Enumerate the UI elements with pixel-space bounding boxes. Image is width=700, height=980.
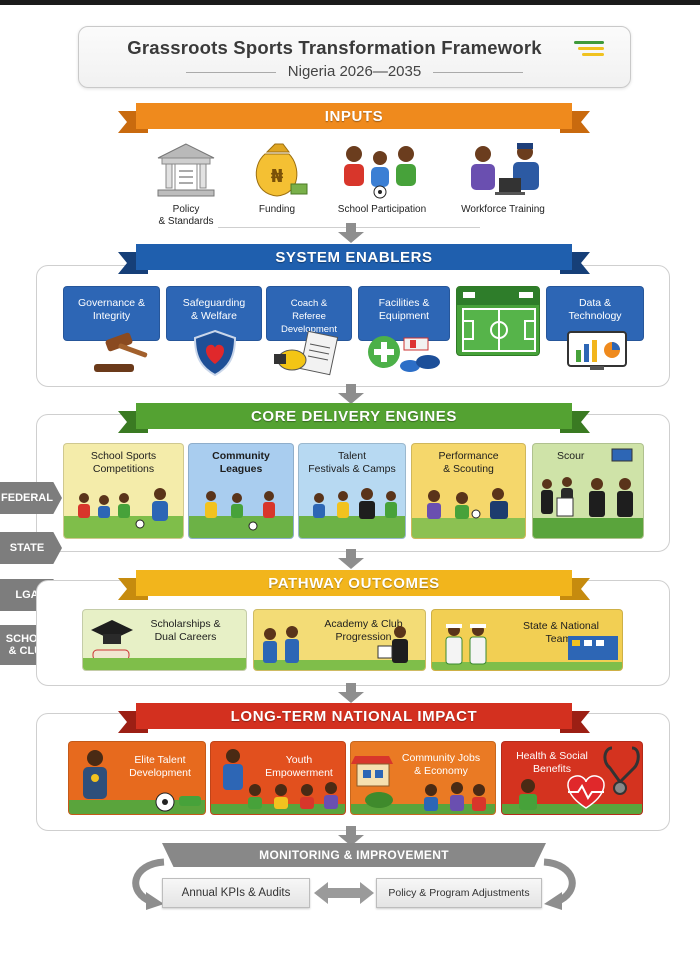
page-title: Grassroots Sports Transformation Framewo… [127,37,542,58]
enabler-label: Coach & Referee Development [281,298,337,335]
annual-kpis-box: Annual KPIs & Audits [162,878,310,908]
pathway-banner-label: PATHWAY OUTCOMES [136,570,572,596]
enabler-stadium [456,286,540,356]
money-bag-icon: ₦ [255,143,308,197]
trainer-laptop-icon [471,143,539,195]
flow-arrow-icon [338,826,364,846]
core-label: Community Leagues [212,450,270,475]
input-label: Funding [258,204,296,215]
pathway-banner: PATHWAY OUTCOMES [118,570,590,600]
inputs-banner-label: INPUTS [136,103,572,129]
monitoring-bar: MONITORING & IMPROVEMENT [162,843,546,867]
svg-text:₦: ₦ [271,166,284,187]
shield-heart-icon [193,329,237,377]
enabler-facilities: Facilities & Equipment [358,286,450,341]
flow-arrow-icon [338,549,364,569]
scouts-group-icon [533,477,643,538]
graduation-cap-icon [91,620,133,666]
input-policy: Policy & Standards [146,140,226,235]
core-label: Performance & Scouting [438,450,499,475]
kids-football-icon [64,488,183,538]
first-aid-cones-icon [368,336,440,372]
side-tag-federal: FEDERAL [0,482,62,514]
students-icon [344,146,416,199]
flow-arrow-icon [338,384,364,404]
core-school-sports: School Sports Competitions [63,443,184,539]
stethoscope-heart-icon [502,746,642,814]
monitor-icon [611,448,633,462]
enabler-label: Governance & Integrity [77,297,146,322]
enabler-label: Facilities & Equipment [378,297,430,322]
flow-arrow-icon [338,223,364,243]
coach-players-icon [254,626,425,670]
input-school-participation: School Participation [330,140,434,235]
core-talent-festivals: Talent Festivals & Camps [298,443,406,539]
impact-community-jobs: Community Jobs & Economy [350,741,496,815]
market-shop-icon [351,756,495,814]
whistle-clipboard-icon [274,330,339,376]
pathway-label: Academy & Club Progression [324,618,403,643]
impact-youth-empowerment: Youth Empowerment [210,741,346,815]
core-scour: Scour [532,443,644,539]
cycle-arrows-icon [132,858,576,910]
analytics-monitor-icon [567,331,627,370]
core-banner: CORE DELIVERY ENGINES [118,403,590,433]
enablers-banner: SYSTEM ENABLERS [118,244,590,274]
enablers-banner-label: SYSTEM ENABLERS [136,244,572,270]
input-funding: ₦ Funding [238,140,316,235]
impact-banner: LONG-TERM NATIONAL IMPACT [118,703,590,733]
enabler-label: Safeguarding & Welfare [182,297,246,322]
athlete-medal-icon [69,750,205,814]
pathway-scholarships: Scholarships & Dual Careers [82,609,247,671]
scouting-icon [412,488,525,538]
input-label: Workforce Training [461,204,545,215]
policy-adjustments-box: Policy & Program Adjustments [376,878,542,908]
input-label: School Participation [337,204,427,215]
core-banner-label: CORE DELIVERY ENGINES [136,403,572,429]
top-bar [0,0,700,5]
page-subtitle: Nigeria 2026—2035 [79,63,630,80]
impact-label: Community Jobs & Economy [401,752,481,777]
double-arrow-icon [314,882,374,904]
core-performance-scouting: Performance & Scouting [411,443,526,539]
impact-elite-talent: Elite Talent Development [68,741,206,815]
flag-stripes-icon [574,41,604,57]
team-players-icon [432,624,622,670]
enabler-label: Data & Technology [568,297,622,322]
side-tag-state: STATE [0,532,62,564]
festival-camp-icon [299,488,405,538]
impact-label: Elite Talent Development [129,754,191,779]
core-community-leagues: Community Leagues [188,443,294,539]
government-building-icon [157,143,215,197]
impact-health-social: Health & Social Benefits [501,741,643,815]
gavel-icon [94,332,148,372]
flow-arrow-icon [338,683,364,703]
impact-label: Health & Social Benefits [516,750,588,775]
enabler-governance: Governance & Integrity [63,286,160,341]
youth-group-icon [211,749,345,814]
stadium-field-icon [457,287,539,352]
input-label: Policy & Standards [158,204,214,227]
pathway-academy-club: Academy & Club Progression [253,609,426,671]
pathway-state-national: State & National Teams [431,609,623,671]
core-label: Talent Festivals & Camps [308,450,396,475]
pathway-label: Scholarships & Dual Careers [150,618,221,643]
inputs-banner: INPUTS [118,103,590,133]
title-card: Grassroots Sports Transformation Framewo… [78,26,631,88]
league-players-icon [189,491,293,538]
core-label: School Sports Competitions [90,450,157,475]
input-workforce-training: Workforce Training [448,140,558,235]
impact-label: Youth Empowerment [265,754,333,779]
core-label: Scour [557,450,585,462]
impact-banner-label: LONG-TERM NATIONAL IMPACT [136,703,572,729]
